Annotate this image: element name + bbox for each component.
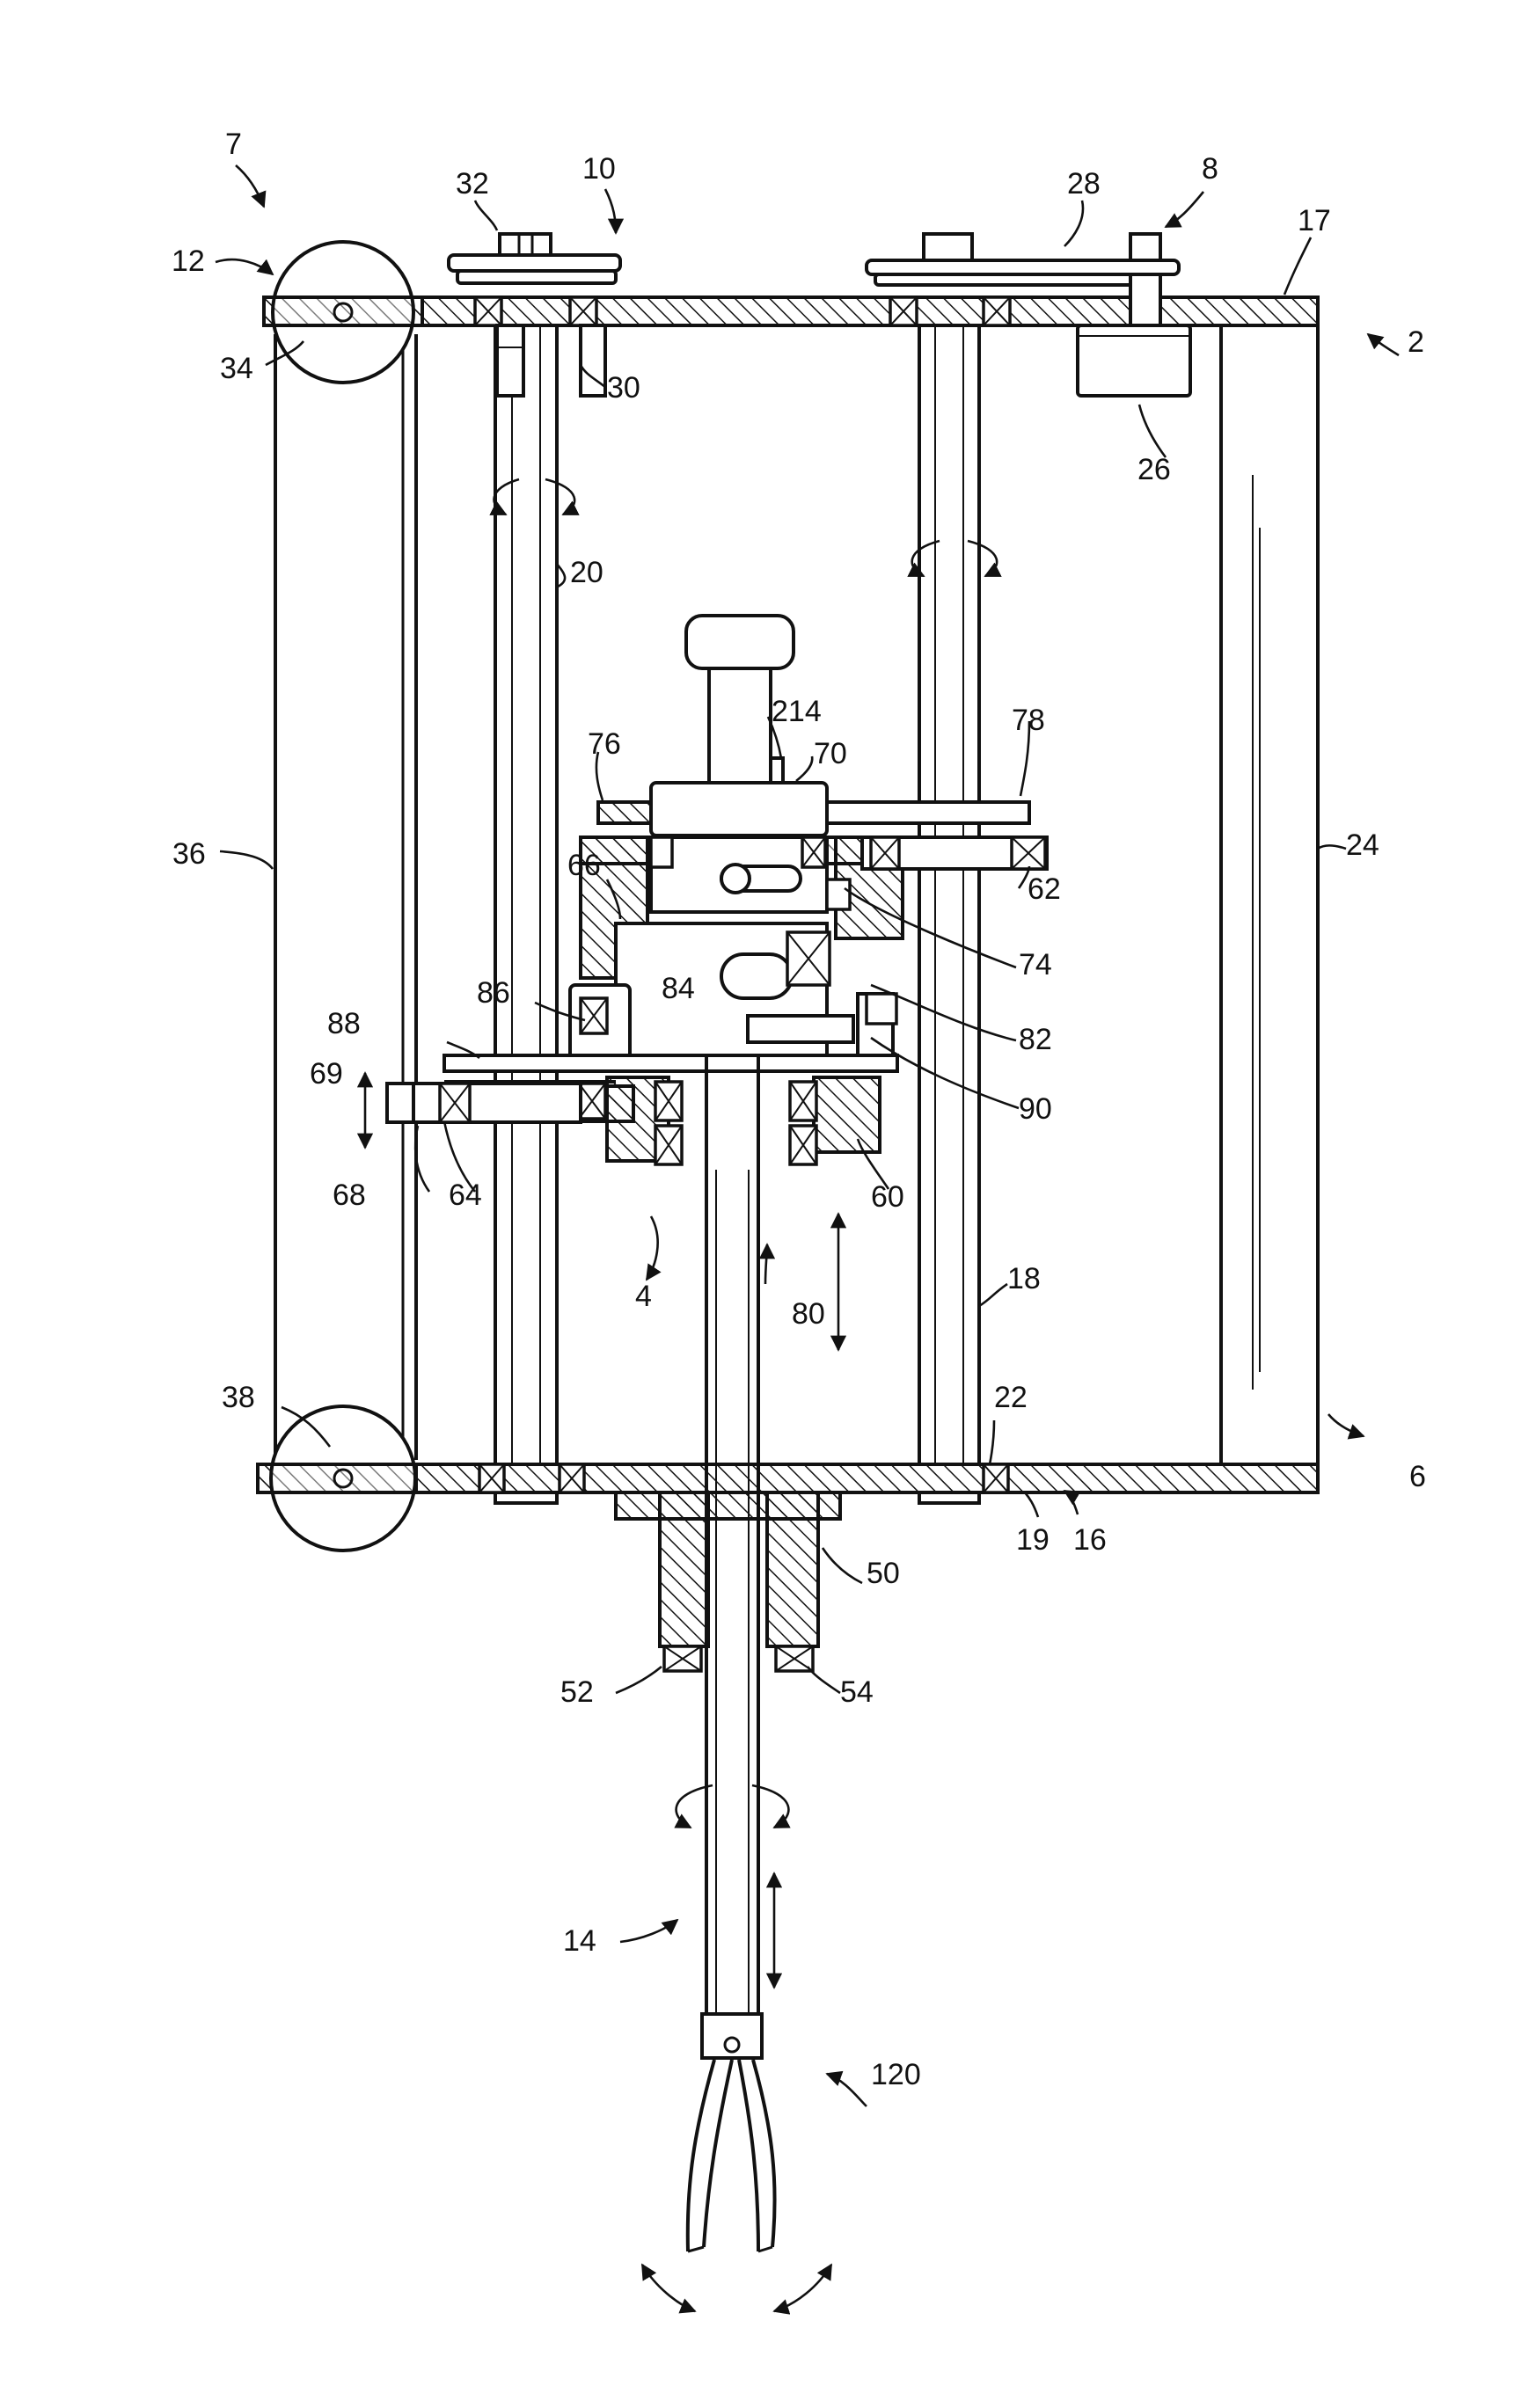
label-90: 90	[1019, 1092, 1052, 1126]
label-26: 26	[1137, 453, 1171, 486]
label-19: 19	[1016, 1523, 1050, 1557]
label-70: 70	[814, 737, 847, 770]
label-30: 30	[607, 371, 640, 405]
motor-26	[1078, 325, 1190, 396]
label-7: 7	[225, 128, 242, 161]
housing-50	[616, 1492, 840, 1671]
tool-shaft	[706, 1055, 758, 2014]
label-60: 60	[871, 1180, 904, 1214]
label-24: 24	[1346, 828, 1379, 862]
label-86: 86	[477, 976, 510, 1010]
label-120: 120	[871, 2058, 921, 2091]
label-84: 84	[662, 972, 695, 1005]
label-36: 36	[172, 837, 206, 871]
label-54: 54	[840, 1675, 874, 1709]
label-16: 16	[1073, 1523, 1107, 1557]
label-34: 34	[220, 352, 253, 385]
label-18: 18	[1007, 1262, 1041, 1295]
label-10: 10	[582, 152, 616, 186]
label-80: 80	[792, 1297, 825, 1331]
label-88: 88	[327, 1007, 361, 1040]
label-64: 64	[449, 1178, 482, 1212]
label-32: 32	[456, 167, 489, 201]
spindle-left-20	[495, 325, 557, 1503]
label-20: 20	[570, 556, 603, 589]
carriage	[387, 616, 1047, 1164]
label-4: 4	[635, 1280, 652, 1313]
label-62: 62	[1028, 872, 1061, 906]
label-50: 50	[867, 1557, 900, 1590]
label-82: 82	[1019, 1023, 1052, 1056]
label-8: 8	[1202, 152, 1218, 186]
label-2: 2	[1408, 325, 1424, 359]
motor-30	[497, 325, 605, 396]
label-69: 69	[310, 1057, 343, 1091]
label-12: 12	[172, 244, 205, 278]
label-78: 78	[1012, 704, 1045, 737]
label-52: 52	[560, 1675, 594, 1709]
label-28: 28	[1067, 167, 1101, 201]
label-14: 14	[563, 1924, 596, 1958]
motion-arrows	[365, 479, 997, 2311]
gripper	[688, 2014, 775, 2251]
label-6: 6	[1409, 1460, 1426, 1493]
pulley-32	[449, 234, 620, 283]
label-76: 76	[588, 727, 621, 761]
label-66: 66	[567, 849, 601, 882]
label-214: 214	[772, 695, 822, 728]
spindle-right-18	[919, 325, 979, 1503]
label-38: 38	[222, 1381, 255, 1414]
label-68: 68	[333, 1178, 366, 1212]
label-22: 22	[994, 1381, 1028, 1414]
label-17: 17	[1298, 204, 1331, 237]
label-74: 74	[1019, 948, 1052, 981]
